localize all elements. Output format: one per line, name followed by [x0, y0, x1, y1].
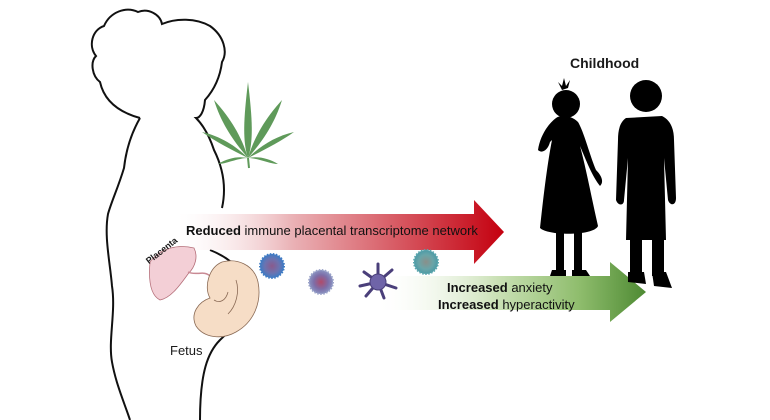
reduced-immune-text: Reduced immune placental transcriptome n…: [186, 223, 478, 238]
childhood-label: Childhood: [570, 55, 640, 71]
girl-silhouette: [538, 78, 603, 276]
dendritic-cell: [358, 262, 398, 300]
increased-hyperactivity-text: Increased hyperactivity: [438, 297, 575, 312]
anxiety-word: anxiety: [507, 280, 553, 295]
fetus-shape: [193, 260, 260, 338]
immune-cell-teal: [413, 249, 439, 275]
reduced-immune-arrow: [178, 200, 504, 264]
hyperactivity-word: hyperactivity: [498, 297, 575, 312]
reduced-word: Reduced: [186, 223, 241, 238]
increased-anxiety-arrow: [378, 262, 646, 322]
reduced-rest: immune placental transcriptome network: [240, 223, 478, 238]
increased-anxiety-text: Increased anxiety: [447, 280, 553, 295]
cannabis-leaf-icon: [202, 82, 294, 169]
immune-cell-purple: [308, 269, 334, 295]
increased-word-1: Increased: [447, 280, 508, 295]
increased-word-2: Increased: [438, 297, 499, 312]
immune-cell-blue: [259, 253, 285, 279]
boy-silhouette: [616, 80, 676, 288]
fetus-label: Fetus: [170, 343, 203, 358]
